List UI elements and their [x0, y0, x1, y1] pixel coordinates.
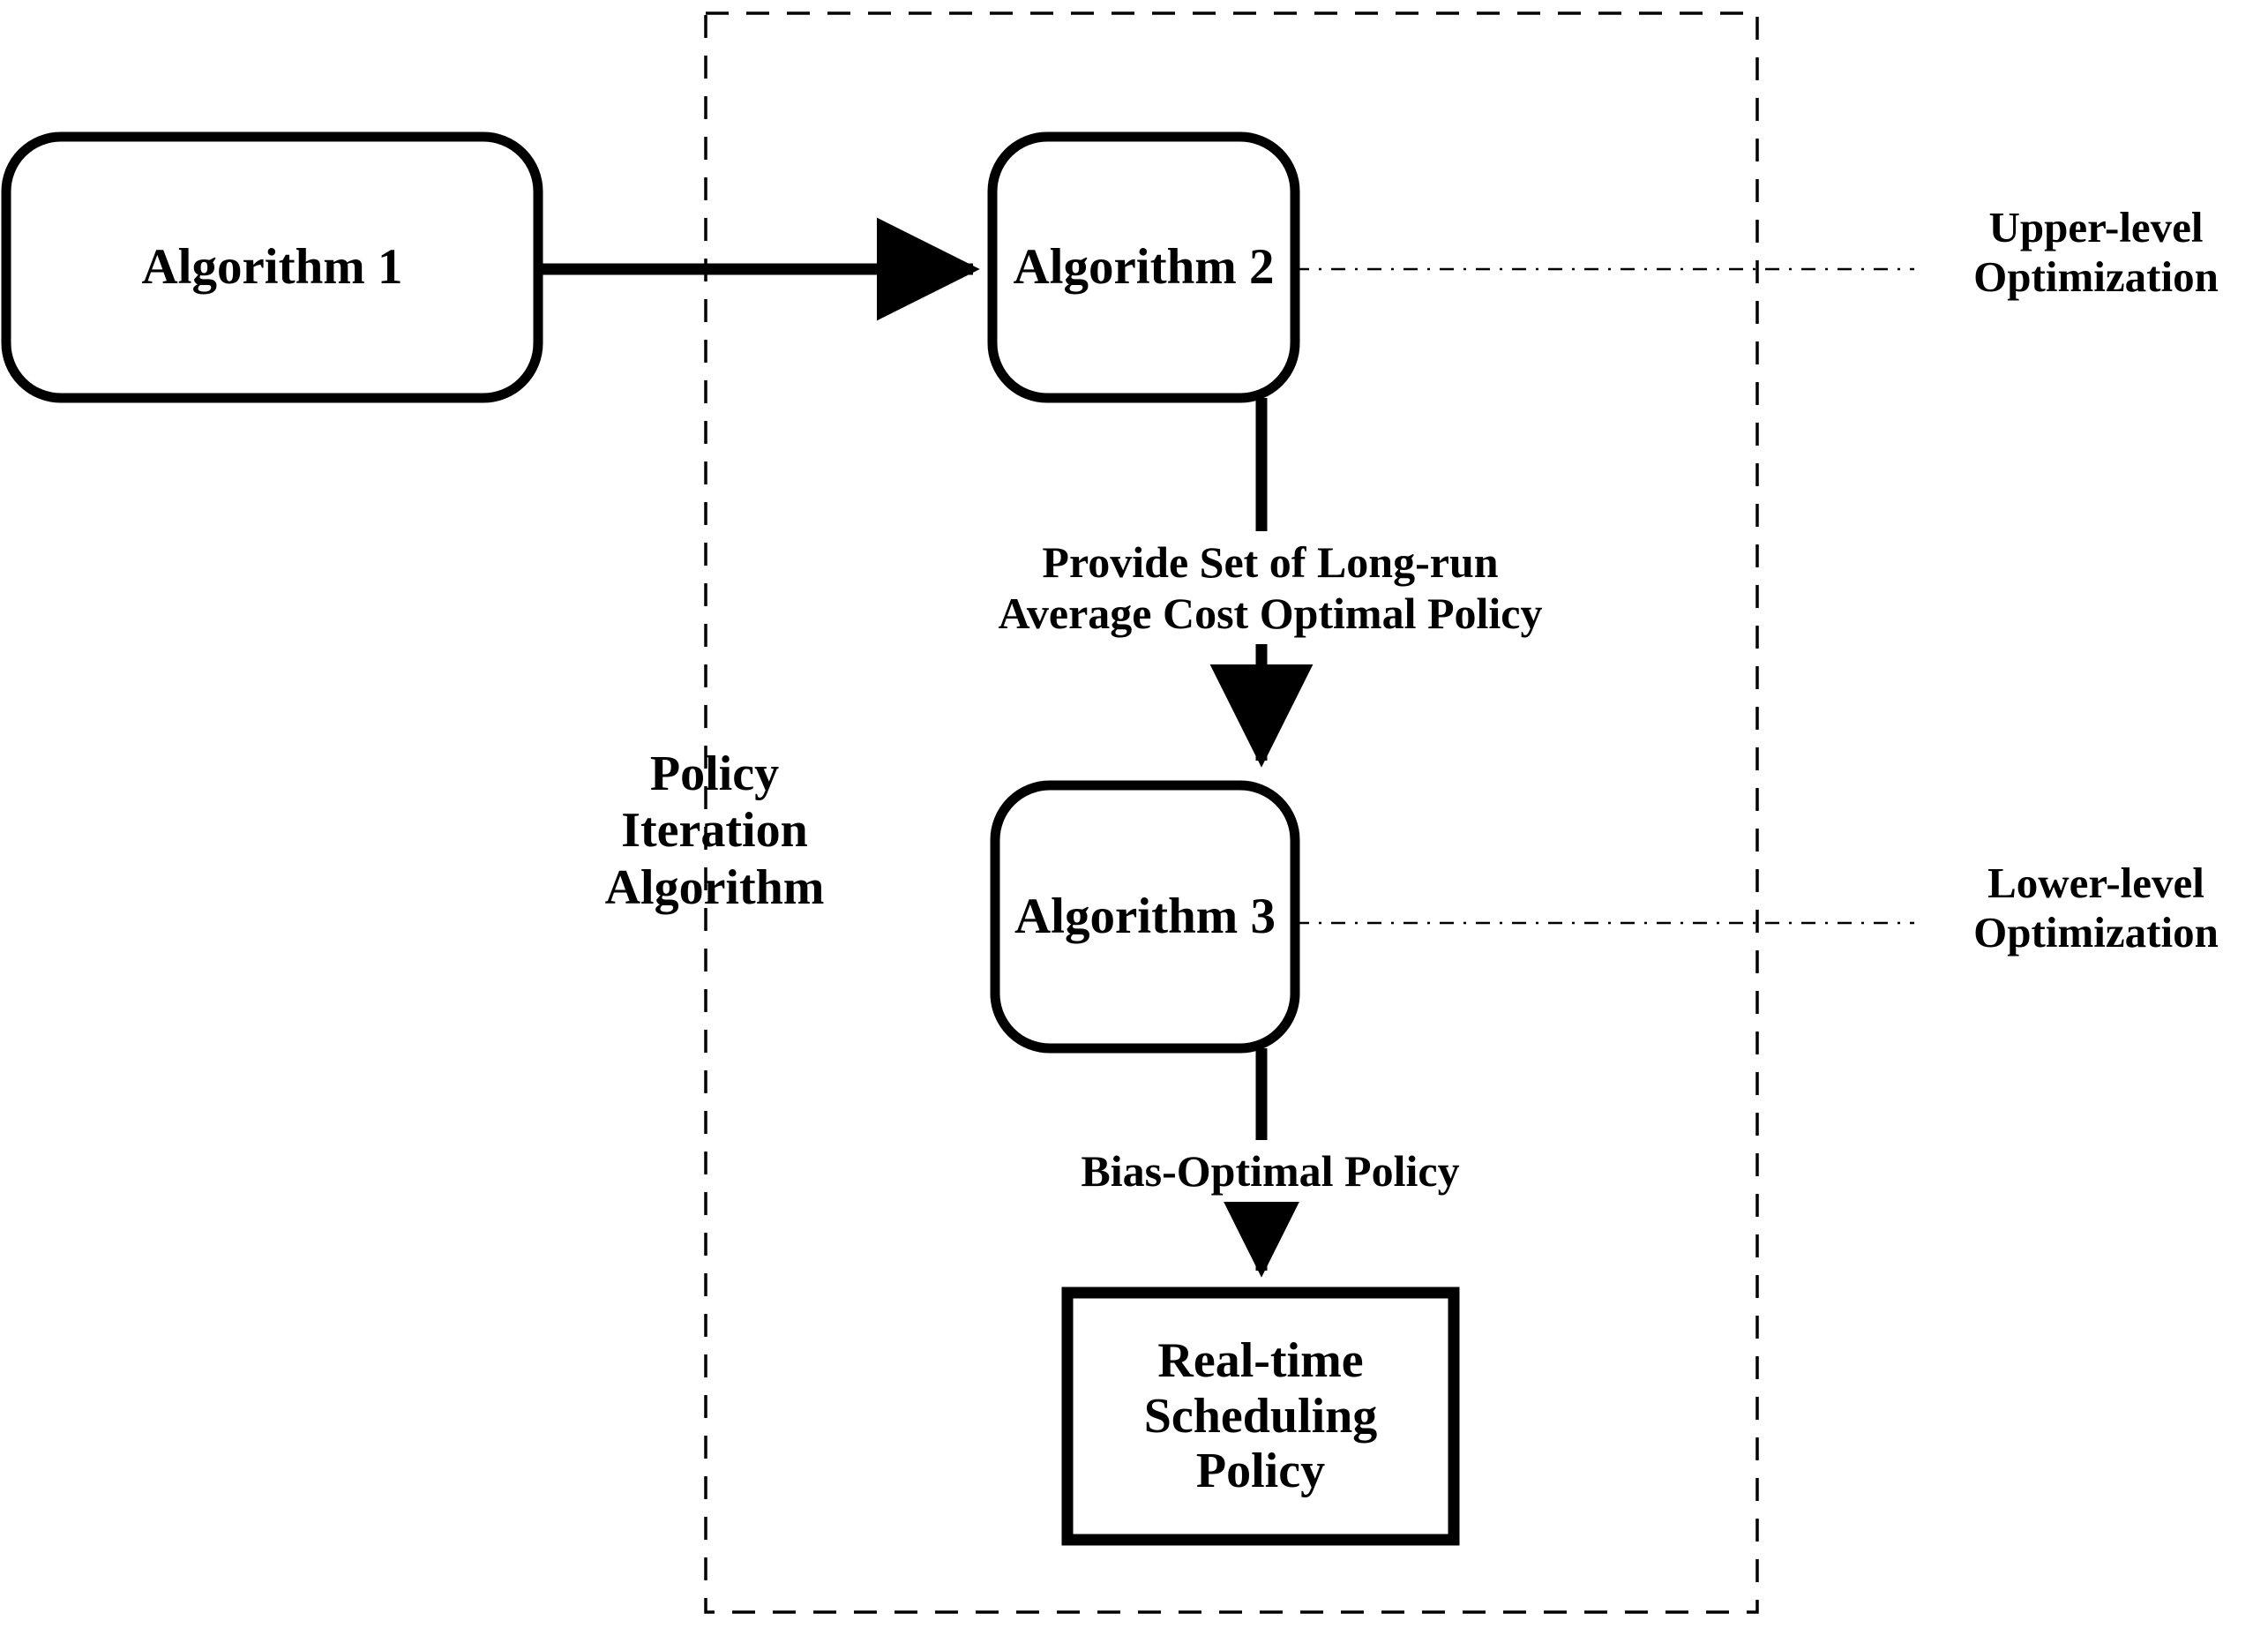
annotation-policy-iteration-algorithm: Policy Iteration Algorithm — [529, 746, 900, 916]
provide-set-line-2: Average Cost Optimal Policy — [998, 589, 1543, 638]
lower-level-line-1: Lower-level — [1987, 859, 2204, 907]
algorithm-3-box[interactable] — [990, 780, 1300, 1054]
policy-iteration-line-3: Algorithm — [604, 859, 825, 915]
edge-label-provide-set-of-long-run-average-cost-optimal-policy: Provide Set of Long-run Average Cost Opt… — [922, 531, 1619, 644]
upper-level-line-2: Optimization — [1973, 252, 2219, 302]
policy-iteration-line-1: Policy — [649, 746, 780, 801]
algorithm-2-box[interactable] — [987, 131, 1300, 403]
algorithm-1-box[interactable] — [1, 131, 543, 403]
upper-level-line-1: Upper-level — [1988, 203, 2204, 251]
provide-set-line-1: Provide Set of Long-run — [1042, 537, 1499, 587]
annotation-lower-level-optimization: Lower-level Optimization — [1920, 859, 2268, 958]
edge-label-bias-optimal-policy: Bias-Optimal Policy — [1010, 1140, 1531, 1202]
lower-level-line-2: Optimization — [1973, 908, 2219, 957]
annotation-upper-level-optimization: Upper-level Optimization — [1920, 203, 2268, 303]
policy-iteration-group-box — [704, 11, 1759, 1614]
policy-iteration-line-2: Iteration — [621, 803, 808, 859]
realtime-policy-box[interactable] — [1061, 1287, 1460, 1546]
